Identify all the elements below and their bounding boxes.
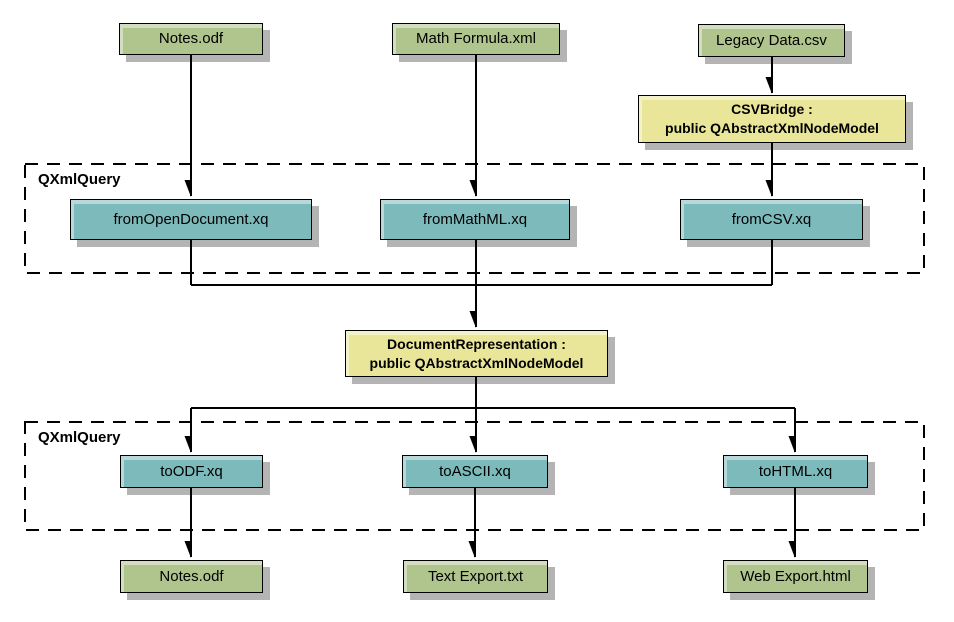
- node-fromopendocument-xq: fromOpenDocument.xq: [70, 199, 312, 240]
- node-output-text-export-txt: Text Export.txt: [403, 560, 548, 593]
- node-output-notes-odf: Notes.odf: [120, 560, 263, 593]
- node-csvbridge-class: CSVBridge : public QAbstractXmlNodeModel: [638, 95, 906, 143]
- node-source-legacy-data-csv: Legacy Data.csv: [698, 24, 845, 57]
- csvbridge-class-base: public QAbstractXmlNodeModel: [665, 120, 879, 136]
- query-group-top-label: QXmlQuery: [38, 171, 121, 188]
- node-frommathml-xq: fromMathML.xq: [380, 199, 570, 240]
- node-toascii-xq: toASCII.xq: [402, 455, 548, 488]
- node-source-math-formula-xml: Math Formula.xml: [392, 23, 560, 55]
- node-fromcsv-xq: fromCSV.xq: [680, 199, 863, 240]
- node-output-web-export-html: Web Export.html: [723, 560, 868, 593]
- query-group-bottom-label: QXmlQuery: [38, 429, 121, 446]
- csvbridge-class-name: CSVBridge :: [731, 101, 813, 118]
- documentrepresentation-class-name: DocumentRepresentation :: [387, 335, 566, 352]
- node-source-notes-odf: Notes.odf: [119, 23, 263, 55]
- documentrepresentation-class-base: public QAbstractXmlNodeModel: [369, 354, 584, 371]
- node-tohtml-xq: toHTML.xq: [723, 455, 868, 488]
- node-documentrepresentation-class: DocumentRepresentation : public QAbstrac…: [345, 330, 608, 377]
- node-toodf-xq: toODF.xq: [120, 455, 263, 488]
